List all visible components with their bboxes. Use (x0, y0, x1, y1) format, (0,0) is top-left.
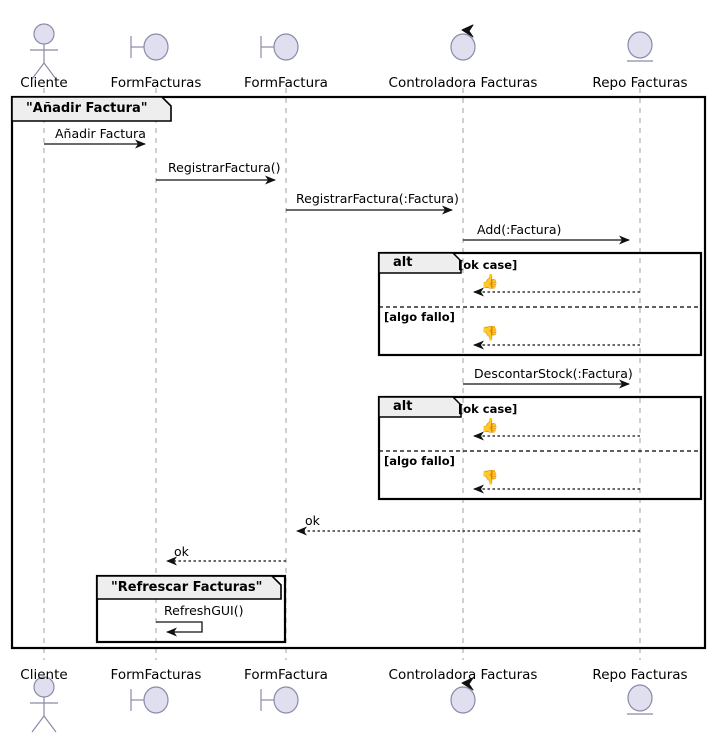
fragment-operator-alt-registrar: alt (393, 255, 413, 270)
message-label-msg-return-ok-1: 👍 (481, 274, 499, 290)
participant-label-repo-top: Repo Facturas (592, 75, 688, 91)
fragment-operator-alt-descontar-stock: alt (393, 399, 413, 414)
message-label-msg-descontarstock: DescontarStock(:Factura) (474, 366, 633, 381)
boundary-icon (260, 33, 299, 61)
message-msg-refreshgui (156, 621, 203, 637)
message-label-msg-return-fail-1: 👎 (481, 326, 499, 342)
frame-anadir-factura (10, 95, 707, 650)
participant-icons-bottom (30, 676, 653, 733)
message-label-msg-add-factura: Add(:Factura) (477, 222, 562, 237)
message-label-msg-ok-controladora-formfactura: ok (305, 513, 320, 528)
guard-alt-descontar-stock-1: [algo fallo] (384, 454, 455, 468)
frame-anadir-factura-title: "Añadir Factura" (26, 101, 148, 116)
frames-layer (10, 95, 707, 650)
fragment-alt-registrar (377, 251, 703, 357)
message-label-msg-ok-formfactura-formfacturas: ok (174, 544, 189, 559)
guard-alt-registrar-1: [algo fallo] (384, 310, 455, 324)
message-label-msg-return-fail-2: 👎 (481, 470, 499, 486)
boundary-icon (130, 686, 169, 714)
entity-icon (627, 684, 653, 715)
message-label-msg-anadir-factura: Añadir Factura (55, 126, 146, 141)
actor-icon (30, 676, 58, 733)
participant-label-controladora-bottom: Controladora Facturas (388, 667, 538, 683)
participant-label-controladora-top: Controladora Facturas (388, 75, 538, 91)
entity-icon (627, 31, 653, 62)
boundary-icon (130, 33, 169, 61)
actor-icon (30, 23, 58, 80)
participant-label-cliente-top: Cliente (20, 75, 68, 91)
message-label-msg-refreshgui: RefreshGUI() (164, 603, 244, 618)
participant-label-formfacturas-top: FormFacturas (110, 75, 202, 91)
participant-label-repo-bottom: Repo Facturas (592, 667, 688, 683)
fragment-alt-descontar-stock (377, 395, 703, 501)
participant-icons-top (30, 23, 653, 80)
message-label-msg-registrarfactura: RegistrarFactura() (168, 160, 281, 175)
control-icon (450, 677, 476, 714)
message-label-msg-registrarfactura-factura: RegistrarFactura(:Factura) (296, 191, 459, 206)
boundary-icon (260, 686, 299, 714)
guard-alt-descontar-stock-0: [ok case] (458, 402, 518, 416)
frame-refrescar-facturas-title: "Refrescar Facturas" (111, 580, 263, 595)
participant-label-cliente-bottom: Cliente (20, 667, 68, 683)
frame-refrescar-facturas (95, 574, 287, 644)
fragments-layer (377, 251, 703, 501)
participant-label-formfactura-top: FormFactura (244, 75, 328, 91)
participant-label-formfacturas-bottom: FormFacturas (110, 667, 202, 683)
message-label-msg-return-ok-2: 👍 (481, 418, 499, 434)
messages-layer (44, 139, 640, 637)
guard-alt-registrar-0: [ok case] (458, 258, 518, 272)
control-icon (450, 24, 476, 61)
participant-label-formfactura-bottom: FormFactura (244, 667, 328, 683)
